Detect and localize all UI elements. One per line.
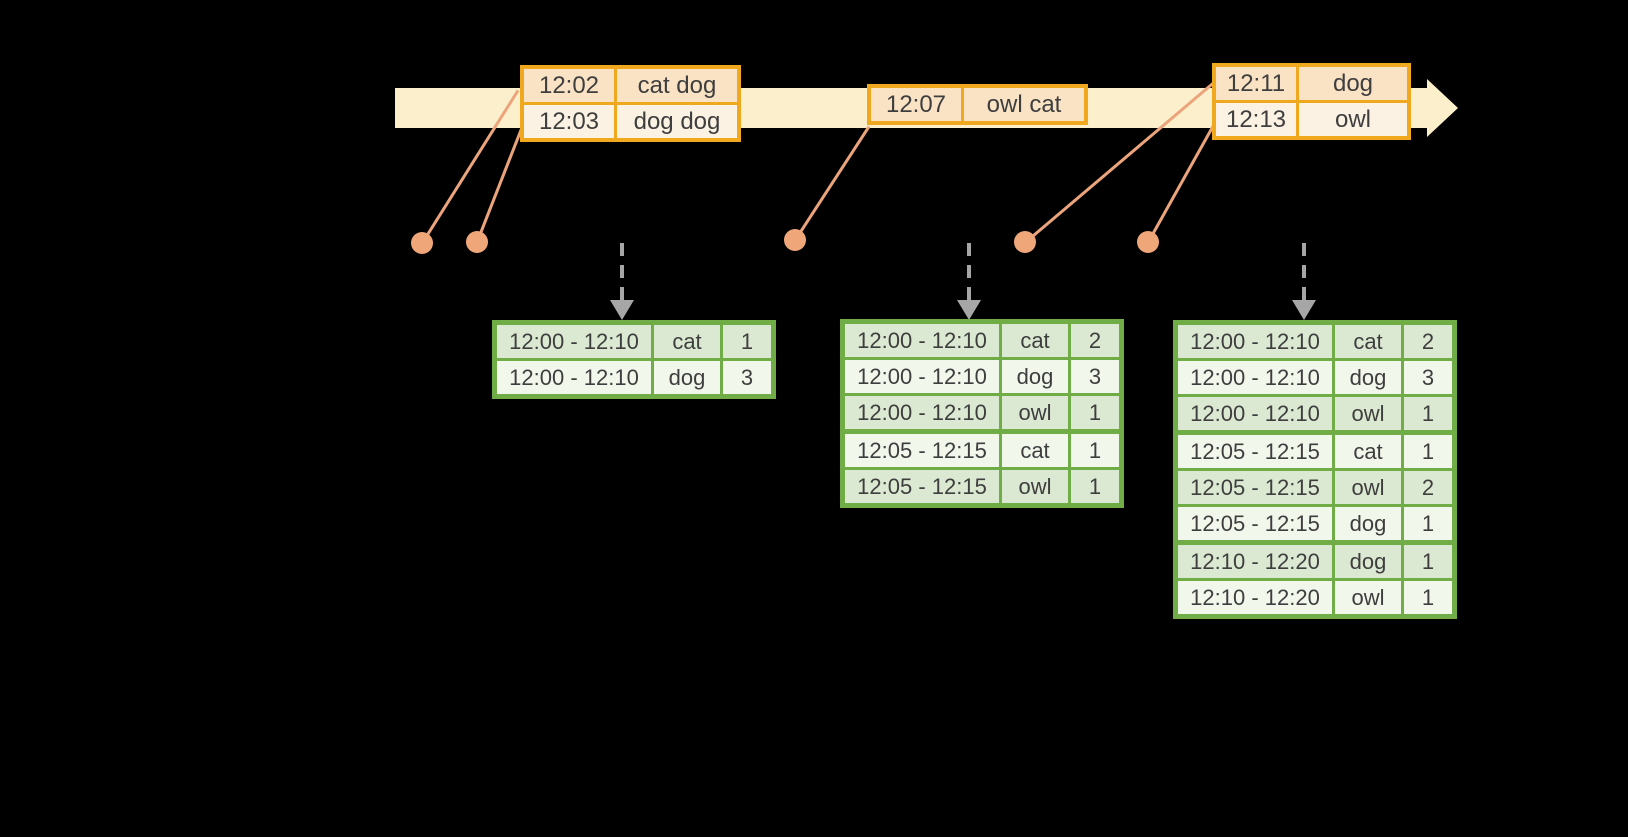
table-cell: cat	[1332, 321, 1404, 361]
table-cell: 1	[720, 321, 775, 361]
table-cell: 12:00 - 12:10	[841, 357, 1002, 396]
table-cell: 12:05 - 12:15	[841, 467, 1002, 507]
table-cell: 1	[1068, 429, 1123, 470]
connector-line-1207	[793, 125, 871, 242]
table-cell: 12:00 - 12:10	[493, 321, 654, 361]
table-cell: 12:05 - 12:15	[841, 429, 1002, 470]
table-cell: cat dog	[614, 65, 741, 105]
table-cell: 3	[1068, 357, 1123, 396]
table-cell: 12:10 - 12:20	[1174, 540, 1335, 581]
table-cell: dog	[1332, 540, 1404, 581]
table-cell: 1	[1401, 578, 1456, 618]
trigger-arrowhead-icon-3	[1292, 300, 1316, 320]
table-cell: 12:05 - 12:15	[1174, 468, 1335, 507]
table-cell: 1	[1068, 467, 1123, 507]
table-cell: dog	[1332, 358, 1404, 397]
timeline-arrowhead-icon	[1427, 79, 1458, 137]
table-cell: 12:10 - 12:20	[1174, 578, 1335, 618]
table-cell: 12:05 - 12:15	[1174, 430, 1335, 471]
trigger-arrow-line-2	[967, 243, 971, 301]
table-cell: 1	[1068, 393, 1123, 433]
table-cell: cat	[1332, 430, 1404, 471]
table-cell: 1	[1401, 504, 1456, 544]
table-cell: 2	[1401, 321, 1456, 361]
trigger-arrow-line-3	[1302, 243, 1306, 301]
trigger-arrowhead-icon-2	[957, 300, 981, 320]
table-cell: cat	[999, 320, 1071, 360]
table-cell: 12:00 - 12:10	[841, 320, 1002, 360]
table-cell: owl	[1296, 100, 1411, 140]
table-cell: owl	[999, 467, 1071, 507]
table-cell: dog	[1332, 504, 1404, 544]
table-cell: 3	[1401, 358, 1456, 397]
table-cell: owl	[1332, 394, 1404, 434]
table-cell: 12:00 - 12:10	[841, 393, 1002, 433]
table-cell: 12:02	[520, 65, 617, 105]
table-cell: 12:00 - 12:10	[1174, 321, 1335, 361]
connector-line-1213	[1146, 123, 1216, 244]
table-cell: 3	[720, 358, 775, 398]
trigger-arrow-line-1	[620, 243, 624, 301]
event-dot-1211	[1014, 231, 1036, 253]
table-cell: owl cat	[961, 84, 1088, 125]
table-cell: 1	[1401, 540, 1456, 581]
table-cell: 12:07	[867, 84, 964, 125]
table-cell: 12:00 - 12:10	[1174, 358, 1335, 397]
event-dot-1202	[411, 232, 433, 254]
table-cell: dog	[651, 358, 723, 398]
event-dot-1203	[466, 231, 488, 253]
table-cell: dog	[999, 357, 1071, 396]
event-dot-1207	[784, 229, 806, 251]
table-cell: dog dog	[614, 102, 741, 142]
table-cell: 2	[1401, 468, 1456, 507]
table-cell: 1	[1401, 430, 1456, 471]
trigger-arrowhead-icon-1	[610, 300, 634, 320]
table-cell: owl	[999, 393, 1071, 433]
table-cell: 2	[1068, 320, 1123, 360]
table-cell: owl	[1332, 468, 1404, 507]
table-cell: cat	[999, 429, 1071, 470]
table-cell: 12:05 - 12:15	[1174, 504, 1335, 544]
table-cell: dog	[1296, 63, 1411, 103]
table-cell: cat	[651, 321, 723, 361]
table-cell: 12:03	[520, 102, 617, 142]
table-cell: 12:00 - 12:10	[1174, 394, 1335, 434]
table-cell: 12:00 - 12:10	[493, 358, 654, 398]
event-dot-1213	[1137, 231, 1159, 253]
table-cell: owl	[1332, 578, 1404, 618]
table-cell: 12:13	[1212, 100, 1299, 140]
table-cell: 12:11	[1212, 63, 1299, 103]
table-cell: 1	[1401, 394, 1456, 434]
